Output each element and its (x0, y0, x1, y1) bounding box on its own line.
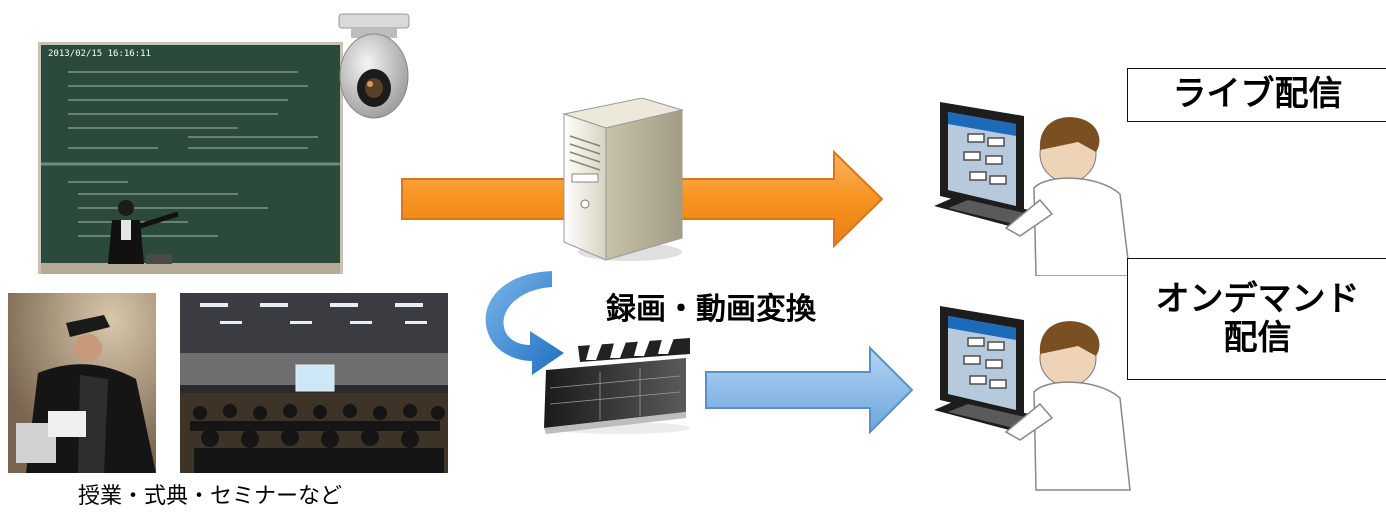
recording-loop-arrow (470, 265, 570, 380)
server-icon (560, 92, 686, 264)
camera-icon (333, 10, 415, 122)
clapperboard-icon (540, 336, 690, 436)
live-delivery-box: ライブ配信 (1127, 68, 1386, 122)
seminar-photo (180, 293, 448, 473)
ceremony-photo (8, 293, 156, 473)
events-caption: 授業・式典・セミナーなど (78, 484, 343, 509)
viewer-computer-icon (928, 96, 1132, 277)
lecture-photo: 2013/02/15 16:16:11 (38, 42, 343, 274)
on-demand-delivery-label-line1: オンデマンド (1155, 278, 1360, 319)
viewer-computer-icon (928, 300, 1132, 492)
server-caption: 録画・動画変換 (606, 292, 816, 327)
on-demand-delivery-label-line2: 配信 (1223, 318, 1292, 358)
live-delivery-label: ライブ配信 (1172, 74, 1343, 115)
on-demand-arrow (702, 344, 916, 436)
camera-timestamp: 2013/02/15 16:16:11 (48, 49, 151, 59)
on-demand-delivery-box: オンデマンド 配信 (1127, 258, 1386, 380)
